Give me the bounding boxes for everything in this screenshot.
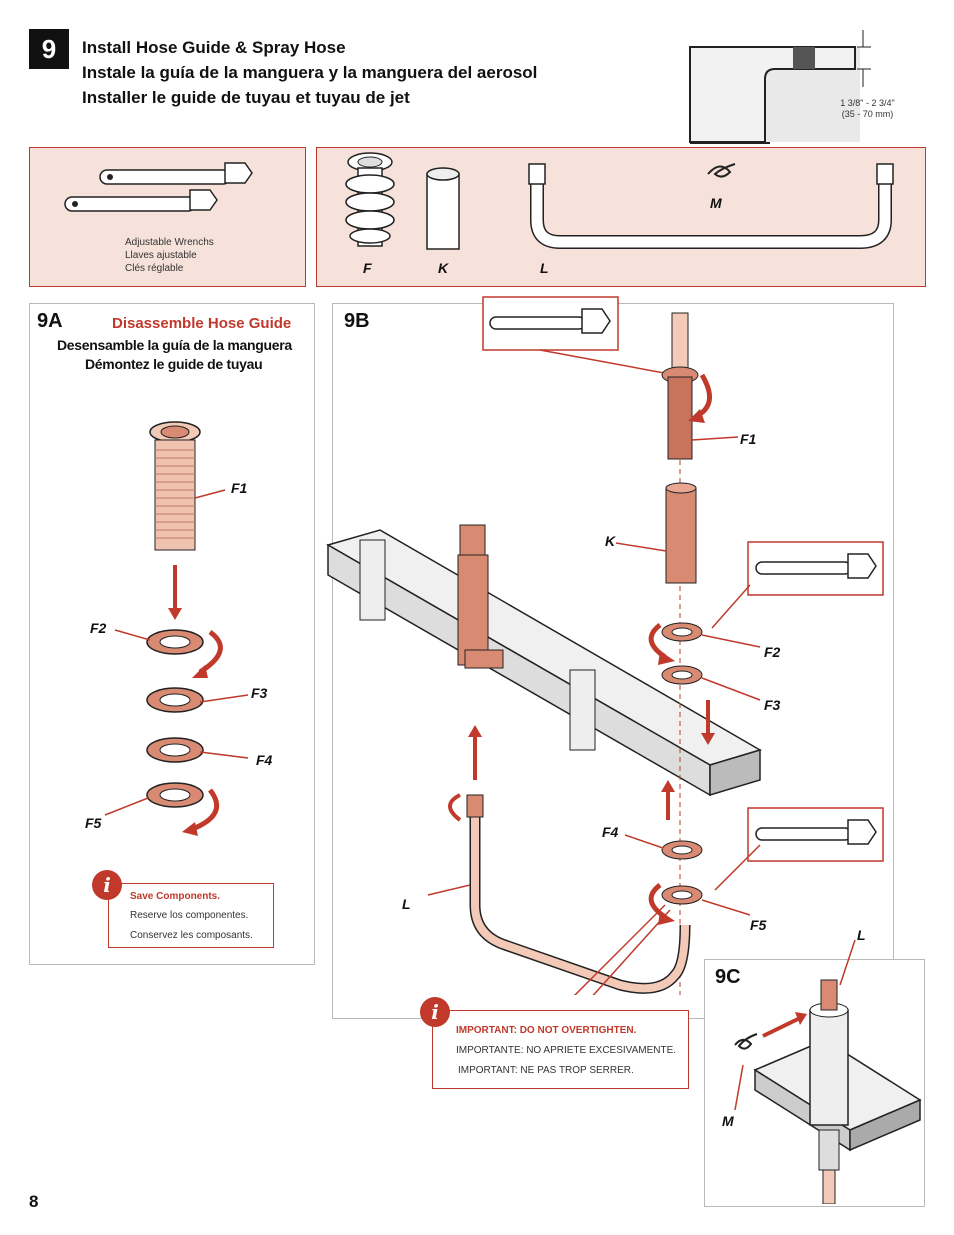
clip-part-m <box>707 163 736 178</box>
panel-9c-label-m: M <box>722 1113 734 1129</box>
panel-9b-label: 9B <box>344 310 370 332</box>
panel-9b-label-f5: F5 <box>750 917 767 933</box>
panel-9a-label-f4: F4 <box>256 752 273 768</box>
measurement-label: 1 3/8" - 2 3/4" (35 - 70 mm) <box>820 98 915 120</box>
step-number-badge: 9 <box>29 29 69 69</box>
tools-caption: Adjustable Wrenchs Llaves ajustable Clés… <box>125 236 214 275</box>
title-french: Installer le guide de tuyau et tuyau de … <box>82 88 410 107</box>
part-label-m: M <box>710 195 722 211</box>
title-english: Install Hose Guide & Spray Hose <box>82 38 346 57</box>
panel-9b-label-l: L <box>402 896 411 912</box>
panel-9c-label-l: L <box>857 927 866 943</box>
tools-caption-fr: Clés réglable <box>125 263 184 274</box>
overtighten-fr: IMPORTANT: NE PAS TROP SERRER. <box>458 1065 634 1076</box>
panel-9b-label-k: K <box>605 533 616 549</box>
panel-9a-label-f1: F1 <box>231 480 248 496</box>
panel-9b-label-f3: F3 <box>764 697 781 713</box>
panel-9a-label-f2: F2 <box>90 620 107 636</box>
panel-9b-label-f4: F4 <box>602 824 619 840</box>
overtighten-es: IMPORTANTE: NO APRIETE EXCESIVAMENTE. <box>456 1045 677 1056</box>
parts-panel <box>316 147 926 287</box>
part-label-f: F <box>363 260 372 276</box>
save-components-title: Save Components. <box>130 891 221 902</box>
panel-9a-heading-es: Desensamble la guía de la manguera <box>57 337 292 353</box>
info-icon: i <box>420 997 450 1027</box>
title-spanish: Instale la guía de la manguera y la mang… <box>82 63 538 82</box>
panel-9b-label-f2: F2 <box>764 644 781 660</box>
panel-9c-diagram <box>734 940 922 1204</box>
tools-caption-en: Adjustable Wrenchs <box>125 237 214 248</box>
panel-9a-heading-fr: Démontez le guide de tuyau <box>85 356 263 372</box>
overtighten-title: IMPORTANT: DO NOT OVERTIGHTEN. <box>456 1025 637 1036</box>
save-components-fr: Conservez les composants. <box>130 930 253 941</box>
measurement-range-in: 1 3/8" - 2 3/4" <box>840 98 895 108</box>
panel-9b-diagram <box>326 296 884 995</box>
part-label-l: L <box>540 260 549 276</box>
overtighten-note: IMPORTANT: DO NOT OVERTIGHTEN. IMPORTANT… <box>432 1010 689 1089</box>
panel-9a-label: 9A <box>37 310 63 332</box>
save-components-es: Reserve los componentes. <box>130 910 249 921</box>
adjustable-wrench-icon <box>64 162 253 212</box>
info-icon: i <box>92 870 122 900</box>
measurement-range-mm: (35 - 70 mm) <box>841 109 894 119</box>
panel-9a-heading-en: Disassemble Hose Guide <box>112 315 292 332</box>
parts-illustration <box>345 152 894 250</box>
part-label-k: K <box>438 260 449 276</box>
panel-9a-diagram <box>104 421 249 836</box>
panel-9b <box>332 303 894 1019</box>
panel-9c-label: 9C <box>715 966 741 988</box>
panel-9a-label-f5: F5 <box>85 815 102 831</box>
tools-caption-es: Llaves ajustable <box>125 250 197 261</box>
panel-9b-label-f1: F1 <box>740 431 757 447</box>
panel-9a-label-f3: F3 <box>251 685 268 701</box>
deck-thickness-diagram <box>689 30 871 144</box>
spray-hose-part-l <box>528 163 894 249</box>
spacer-part-k <box>426 167 460 250</box>
page-number: 8 <box>29 1192 39 1211</box>
hose-guide-part-f <box>345 152 395 247</box>
save-components-note: Save Components. Reserve los componentes… <box>108 883 274 948</box>
